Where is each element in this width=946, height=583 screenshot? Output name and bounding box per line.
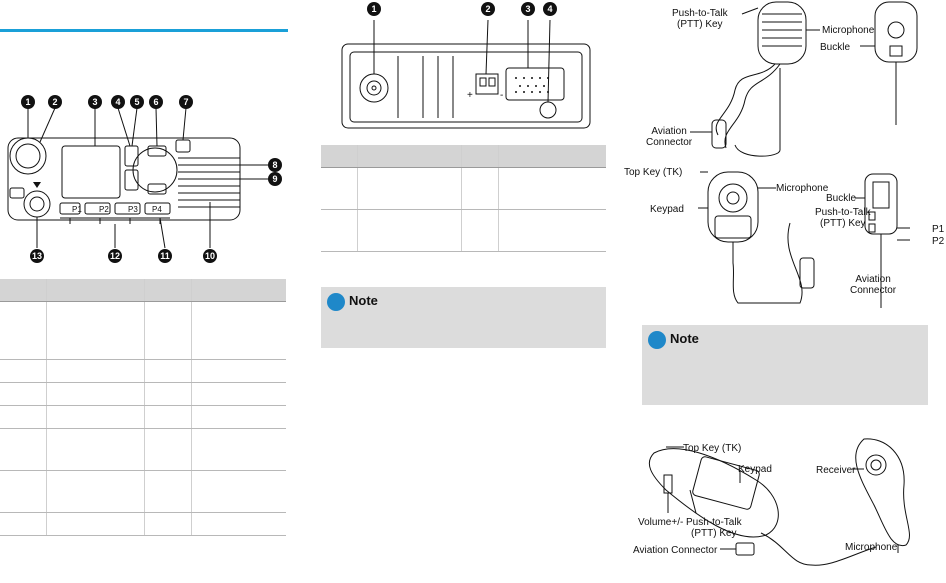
- pen-icon: [327, 293, 345, 311]
- microphone-label-2: Microphone: [776, 183, 829, 194]
- microphone-label: Microphone: [822, 25, 875, 36]
- callout-3: 3: [88, 95, 102, 109]
- table-row: [0, 359, 286, 383]
- callout-10: 10: [203, 249, 217, 263]
- table-row: [0, 512, 286, 536]
- handset-illustration: [648, 438, 910, 566]
- radio-front-panel-illustration: [7, 107, 268, 249]
- keypad-label: Keypad: [650, 204, 684, 215]
- pen-icon: [648, 331, 666, 349]
- table-header-row: [321, 145, 606, 168]
- aviation-connector-label: Aviation Connector: [646, 126, 693, 148]
- rear-table: [321, 145, 606, 252]
- rear-callout-1: 1: [367, 2, 381, 16]
- table-row: [0, 470, 286, 513]
- callout-6: 6: [149, 95, 163, 109]
- table-row: [321, 167, 606, 210]
- callout-11: 11: [158, 249, 172, 263]
- aviation-connector-label-2: Aviation Connector: [850, 274, 897, 296]
- rear-callout-2: 2: [481, 2, 495, 16]
- p2-label: P2: [932, 236, 945, 247]
- callout-9: 9: [268, 172, 282, 186]
- table-row: [0, 301, 286, 360]
- callout-7: 7: [179, 95, 193, 109]
- microphone-label-3: Microphone: [845, 542, 898, 553]
- rear-callout-4: 4: [543, 2, 557, 16]
- keypad-mic-illustration: [698, 171, 910, 308]
- table-header-row: [0, 279, 286, 302]
- keypad-label-3: Keypad: [738, 464, 772, 475]
- buckle-label: Buckle: [820, 42, 851, 53]
- table-row: [0, 382, 286, 406]
- table-row: [0, 428, 286, 471]
- top-key-label-3: Top Key (TK): [683, 443, 742, 454]
- table-row: [0, 405, 286, 429]
- ptt-key-label: Push-to-Talk (PTT) Key: [672, 8, 728, 30]
- note-box-left: Note: [321, 287, 606, 348]
- p1-label: P1: [932, 224, 945, 235]
- control-table: [0, 279, 286, 536]
- hand-mic-illustration: [690, 1, 918, 157]
- top-key-label: Top Key (TK): [624, 167, 683, 178]
- callout-4: 4: [111, 95, 125, 109]
- callout-2: 2: [48, 95, 62, 109]
- table-row: [321, 209, 606, 252]
- key-p3: P3: [128, 205, 138, 214]
- callout-5: 5: [130, 95, 144, 109]
- ptt-key-label-2: Push-to-Talk (PTT) Key: [815, 207, 871, 229]
- rear-minus-label: -: [500, 90, 504, 101]
- section-rule: [0, 29, 288, 32]
- key-p4: P4: [152, 205, 162, 214]
- ptt-key-label-3: Push-to-Talk (PTT) Key: [686, 517, 742, 539]
- key-p1: P1: [72, 205, 82, 214]
- aviation-connector-label-3: Aviation Connector: [633, 545, 718, 556]
- callout-8: 8: [268, 158, 282, 172]
- volume-label: Volume+/-: [638, 517, 684, 528]
- receiver-label: Receiver: [816, 465, 856, 476]
- rear-callout-3: 3: [521, 2, 535, 16]
- note-title: Note: [349, 293, 378, 308]
- key-p2: P2: [99, 205, 109, 214]
- radio-rear-panel-illustration: [341, 19, 591, 129]
- buckle-label-2: Buckle: [826, 193, 857, 204]
- callout-13: 13: [30, 249, 44, 263]
- callout-12: 12: [108, 249, 122, 263]
- note-box-right: Note: [642, 325, 928, 405]
- note-title: Note: [670, 331, 699, 346]
- callout-1: 1: [21, 95, 35, 109]
- rear-plus-label: +: [467, 90, 473, 101]
